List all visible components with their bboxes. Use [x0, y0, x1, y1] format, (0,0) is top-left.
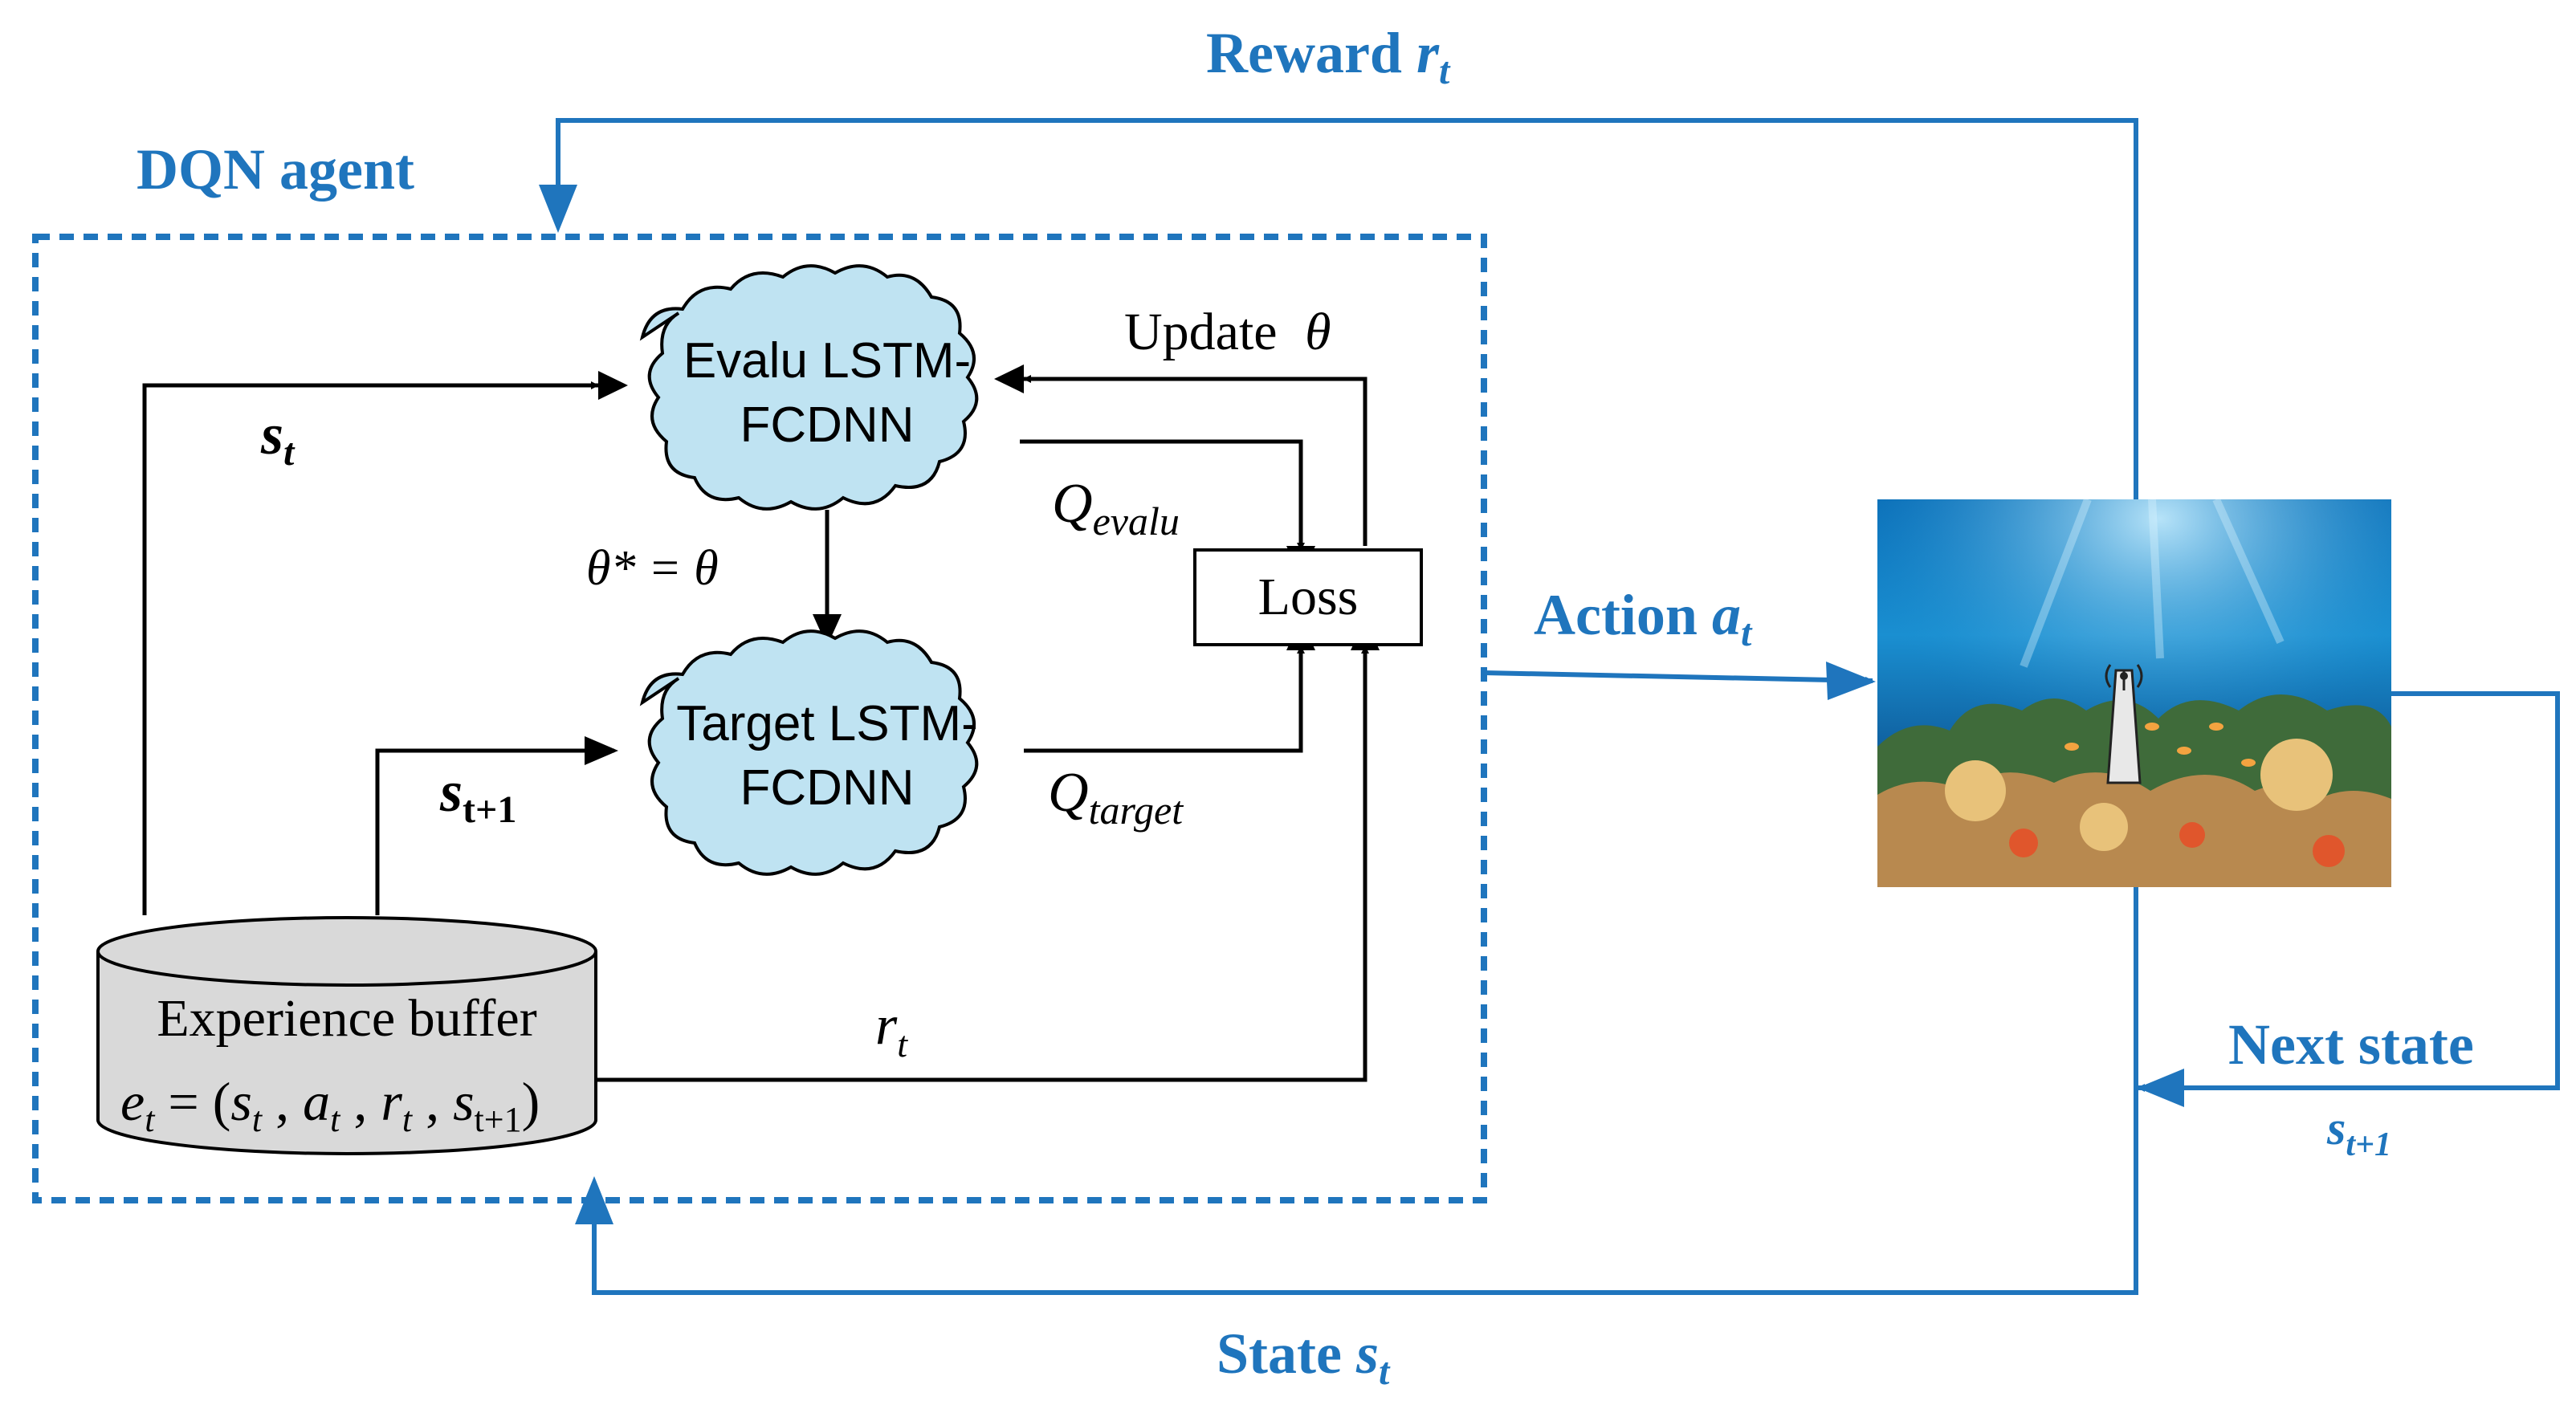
agent-connections [142, 375, 1369, 1082]
update-theta-label: Update θ [1124, 303, 1331, 361]
reward-internal-label: rt [875, 995, 908, 1065]
loss-label: Loss [1258, 568, 1359, 626]
q-evalu-label: Qevalu [1052, 473, 1180, 544]
update-theta-arrow [1023, 375, 1367, 546]
experience-buffer: Experience buffer et = (st , at , rt , s… [96, 916, 597, 1155]
rt-to-loss-arrow [596, 645, 1369, 1082]
copy-weights-label: θ* = θ [586, 541, 719, 596]
next-state-label: Next state [2228, 1012, 2474, 1077]
buffer-formula: et = (st , at , rt , st+1) [120, 1071, 540, 1139]
st1-to-target-arrow [375, 747, 615, 915]
reward-label: Reward rt [1206, 21, 1451, 92]
loss-box: Loss [1193, 548, 1423, 646]
state-arrow [590, 887, 2138, 1295]
evalu-label-line1: Evalu LSTM- [683, 333, 971, 389]
buffer-title: Experience buffer [157, 989, 536, 1048]
state-label: State st [1217, 1321, 1391, 1393]
reward-loop [554, 118, 2560, 1295]
st-to-evalu-arrow [142, 381, 599, 915]
target-label-line2: FCDNN [740, 760, 915, 816]
dqn-agent-title: DQN agent [137, 137, 414, 202]
dqn-agent-boundary [32, 234, 1487, 1203]
underwater-environment-image [1877, 497, 2391, 887]
target-label-line1: Target LSTM- [676, 696, 978, 751]
state-input-label: st [260, 402, 296, 474]
evalu-network-cloud: Evalu LSTM- FCDNN [639, 264, 979, 511]
next-state-input-label: st+1 [439, 759, 516, 831]
next-state-symbol: st+1 [2326, 1101, 2391, 1163]
qevalu-to-loss-arrow [1020, 439, 1305, 551]
action-arrow [1483, 670, 1873, 685]
underwater-node-icon [2105, 664, 2143, 784]
evalu-label-line2: FCDNN [740, 397, 915, 453]
action-label: Action at [1534, 583, 1753, 654]
qtarget-to-loss-arrow [1024, 645, 1305, 753]
target-network-cloud: Target LSTM- FCDNN [639, 629, 979, 876]
next-state-arrow [2137, 691, 2560, 1092]
reward-arrow [554, 118, 2138, 499]
q-target-label: Qtarget [1048, 762, 1184, 833]
